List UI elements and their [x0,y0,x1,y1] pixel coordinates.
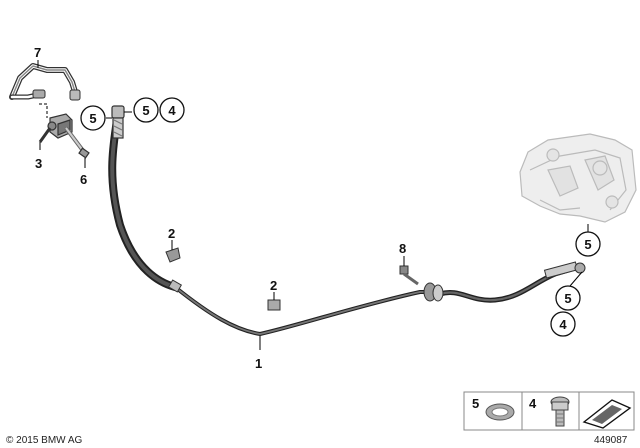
hose-grommet [423,282,444,302]
circled-callout-5: 5 [133,97,159,123]
dashed-guide [39,103,48,118]
circled-callout-4: 4 [550,311,576,337]
legend-label-4: 4 [529,396,537,411]
svg-text:4: 4 [559,317,567,332]
svg-text:5: 5 [142,103,149,118]
svg-text:4: 4 [168,103,176,118]
hose-fitting-top [111,105,125,139]
leader-5d [569,271,583,287]
circled-callout-4: 4 [159,97,185,123]
hose-sleeve [167,279,183,293]
mounting-bolt [64,126,90,159]
legend-box: 5 4 [463,391,635,431]
callout-8: 8 [399,241,406,256]
hose-end-fitting [543,261,586,279]
callout-2: 2 [168,226,175,241]
svg-text:5: 5 [89,111,96,126]
circled-callout-5: 5 [575,231,601,257]
diagram-number: 449087 [594,435,628,446]
circled-callout-5: 5 [80,105,106,131]
hollow-bolt-icon [550,396,570,427]
bolt [399,265,419,286]
callout-7: 7 [34,45,41,60]
svg-text:5: 5 [584,237,591,252]
copyright-text: © 2015 BMW AG [6,435,83,446]
svg-text:5: 5 [564,291,571,306]
callout-6: 6 [80,172,87,187]
arrow-icon [582,399,632,429]
sealing-ring-icon [485,403,515,421]
callout-1: 1 [255,356,262,371]
callout-2: 2 [270,278,277,293]
brake-hose [108,110,578,336]
hose-clip [267,299,281,311]
brake-pipe-assembly [9,63,81,101]
circled-callout-5: 5 [555,285,581,311]
legend-label-5: 5 [472,396,479,411]
hose-clip [165,247,181,263]
callout-3: 3 [35,156,42,171]
brake-caliper [519,133,637,223]
